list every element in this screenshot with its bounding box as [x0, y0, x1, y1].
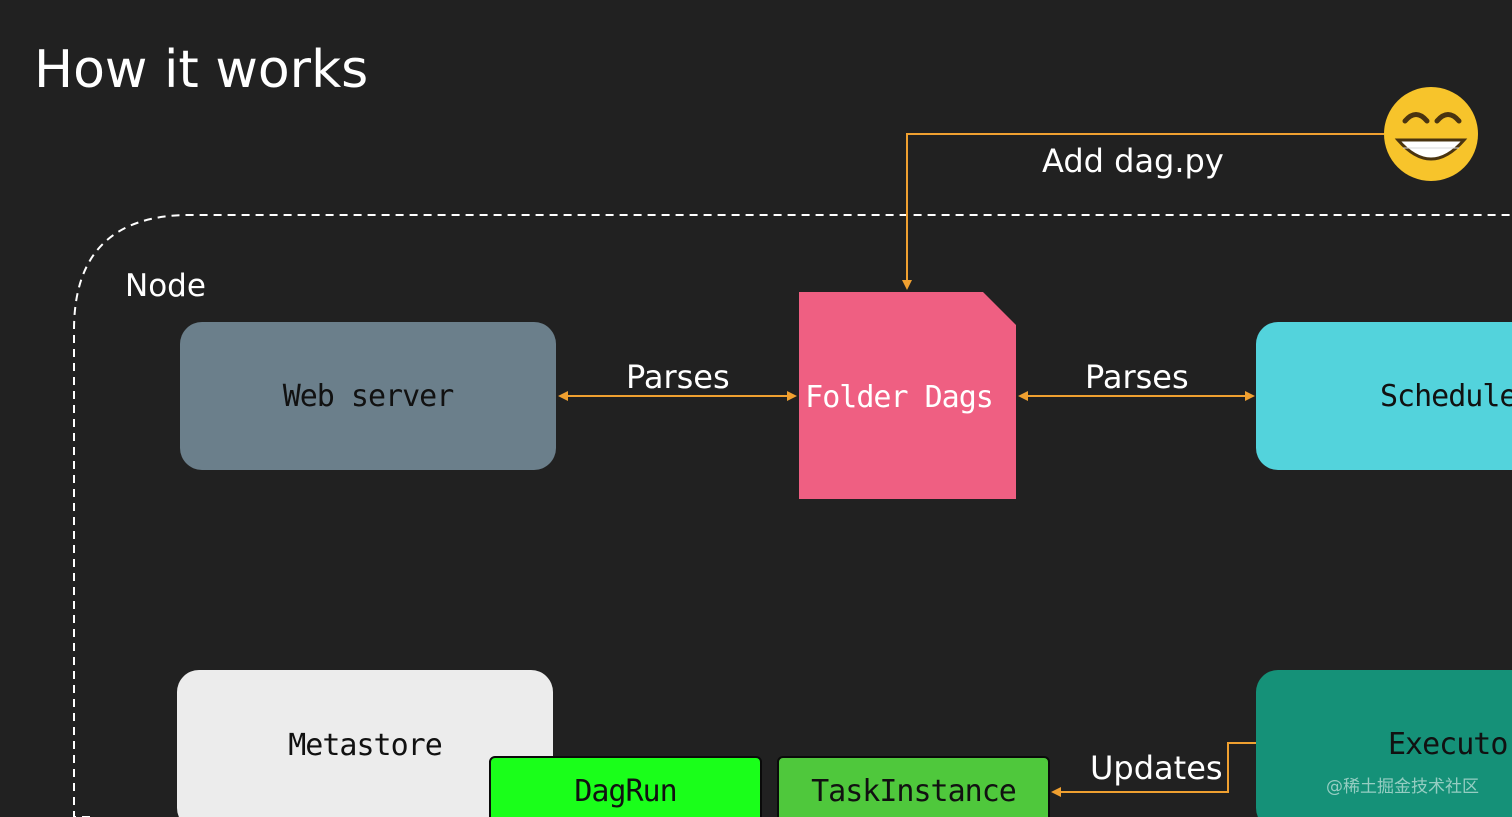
- scheduler-label: Scheduler: [1380, 378, 1512, 414]
- taskinstance-label: TaskInstance: [811, 774, 1017, 809]
- executor-label: Executor: [1388, 727, 1512, 762]
- folder-dags-label: Folder Dags: [805, 380, 994, 415]
- parses-label-left: Parses: [626, 358, 730, 396]
- scheduler-box: Scheduler: [1256, 322, 1512, 470]
- web-server-label: Web server: [282, 378, 455, 414]
- executor-box: Executor: [1256, 670, 1512, 817]
- add-dag-label: Add dag.py: [1042, 142, 1224, 180]
- node-label: Node: [125, 268, 206, 304]
- folder-dags-shape: [799, 292, 1016, 499]
- metastore-label: Metastore: [288, 728, 443, 763]
- grinning-face-icon: [1384, 87, 1478, 181]
- watermark: @稀土掘金技术社区: [1326, 777, 1479, 797]
- page-title: How it works: [34, 40, 369, 100]
- add-dag-arrow: [902, 133, 1384, 290]
- taskinstance-box: TaskInstance: [777, 756, 1050, 817]
- dagrun-box: DagRun: [489, 756, 762, 817]
- node-boundary: [73, 214, 1512, 817]
- parses-label-right: Parses: [1085, 358, 1189, 396]
- dagrun-label: DagRun: [574, 774, 677, 809]
- web-server-box: Web server: [180, 322, 556, 470]
- updates-label: Updates: [1090, 749, 1223, 787]
- updates-arrow: [1051, 742, 1256, 797]
